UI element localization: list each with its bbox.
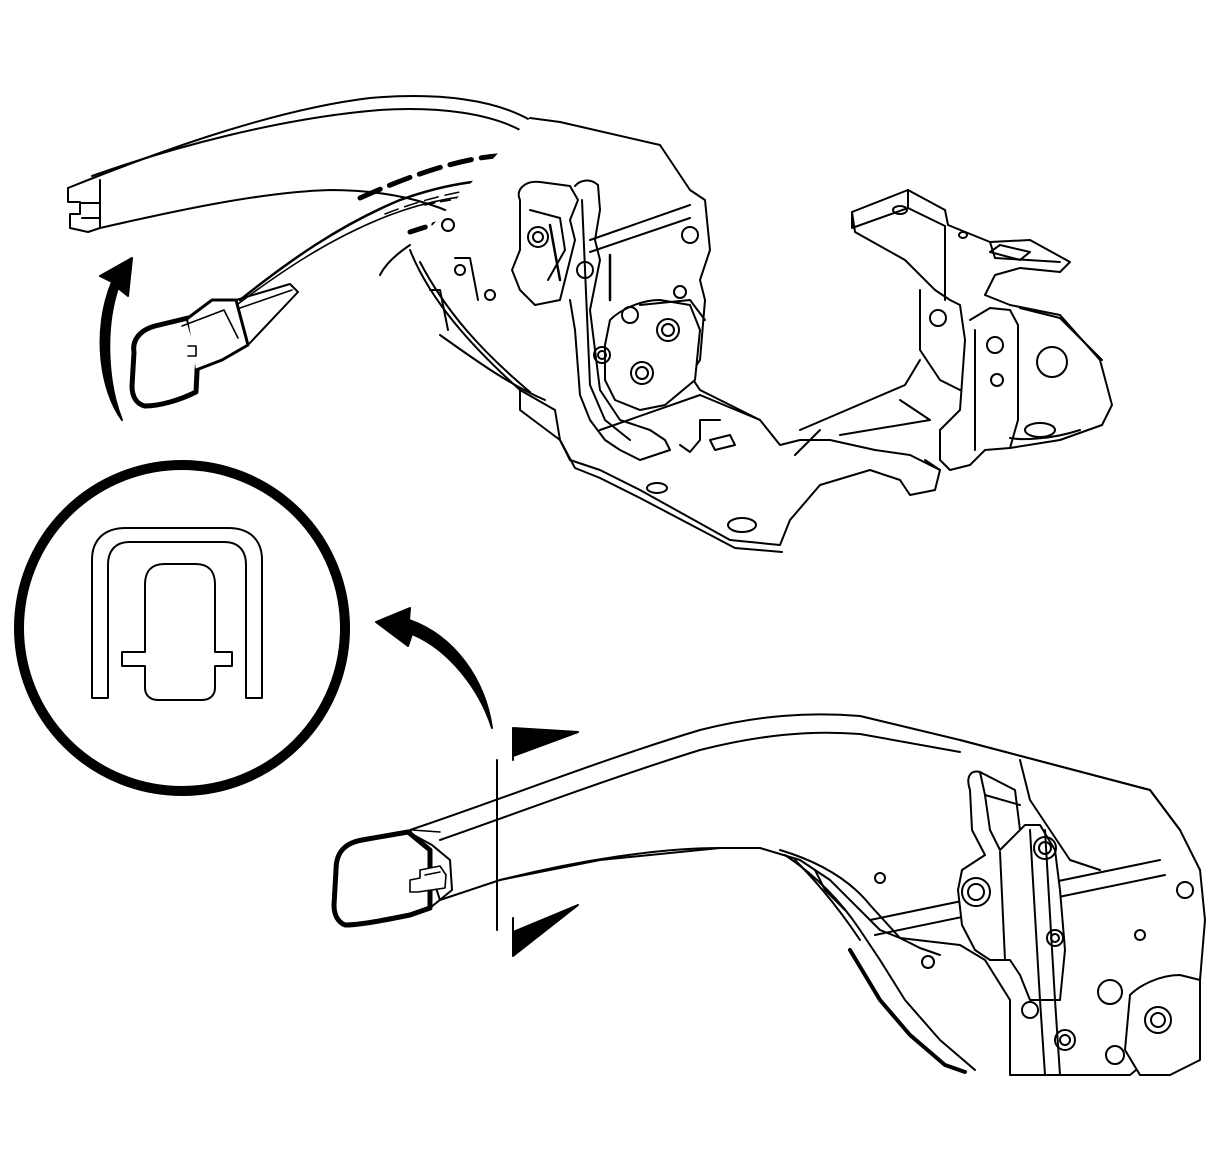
parking-brake-lever-handle-lower bbox=[409, 713, 1206, 1076]
removal-direction-arrow-upper bbox=[99, 257, 133, 421]
handle-grip-cover-upper bbox=[129, 283, 299, 409]
handle-grip-cover-lower bbox=[331, 829, 453, 928]
triangle-marker-icon bbox=[512, 904, 579, 957]
lever-bracket-assembly bbox=[409, 117, 941, 553]
curved-arrow-icon bbox=[375, 607, 493, 729]
detail-reference-arrow bbox=[375, 607, 493, 729]
cover-cross-section-detail bbox=[14, 460, 350, 796]
section-cut-markers bbox=[496, 727, 579, 957]
mounting-bracket bbox=[794, 189, 1113, 471]
triangle-marker-icon bbox=[512, 727, 579, 757]
curved-arrow-icon bbox=[99, 257, 133, 421]
